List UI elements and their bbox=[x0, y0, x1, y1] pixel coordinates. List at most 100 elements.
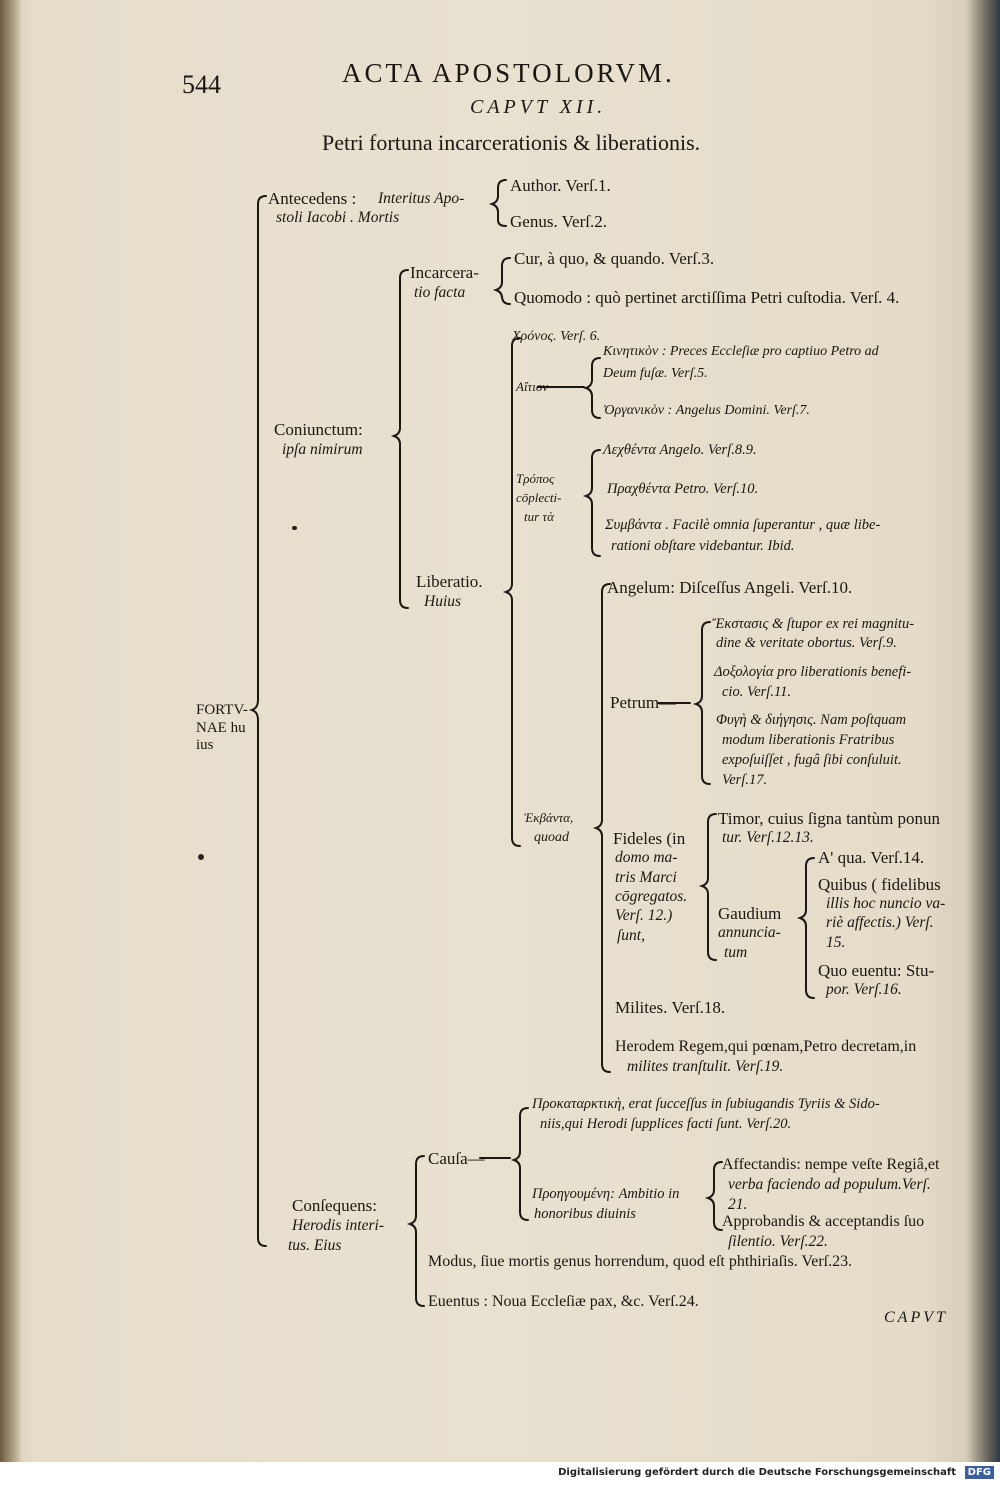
fideles-b: domo ma- bbox=[615, 849, 678, 866]
coniunctum-desc: ipſa nimirum bbox=[282, 441, 363, 458]
bracket-fideles bbox=[698, 813, 717, 961]
tropos-b: cōplecti- bbox=[516, 490, 562, 505]
root-label-b: NAE hu bbox=[196, 720, 246, 736]
bracket-consequens bbox=[406, 1155, 425, 1307]
quibus-d: 15. bbox=[826, 934, 846, 951]
affectandis-c: 21. bbox=[728, 1196, 748, 1213]
antecedens-author: Author. Verſ.1. bbox=[510, 176, 611, 195]
consequens-label: Conſequens: bbox=[292, 1196, 377, 1215]
timor-b: tur. Verſ.12.13. bbox=[722, 829, 814, 846]
antecedens-desc-b: stoli Iacobi . Mortis bbox=[276, 209, 400, 226]
incarceratio-b: tio facta bbox=[414, 284, 466, 301]
chronos: Χρόνος. Verſ. 6. bbox=[512, 329, 601, 344]
symbanta-a: Συμβάντα . Facilè omnia ſuperantur , quæ… bbox=[605, 517, 881, 533]
bracket-root bbox=[248, 195, 267, 1247]
fideles-e: Verſ. 12.) bbox=[615, 907, 673, 924]
modus: Modus, ſiue mortis genus horrendum, quod… bbox=[428, 1253, 853, 1270]
milites: Milites. Verſ.18. bbox=[615, 998, 726, 1017]
petrum: Petrum— bbox=[610, 693, 677, 712]
fideles-c: tris Marci bbox=[615, 869, 677, 886]
bracket-incarceratio bbox=[492, 257, 511, 305]
doxologia-a: Δοξολογία pro liberationis benefi- bbox=[714, 664, 912, 680]
liberatio-a: Liberatio. bbox=[416, 572, 483, 591]
incarceratio-quomodo: Quomodo : quò pertinet arctiſſima Petri … bbox=[514, 288, 900, 307]
antecedens-desc-a: Interitus Apo- bbox=[378, 190, 465, 207]
running-title: ACTA APOSTOLORVM. bbox=[342, 58, 675, 88]
lechthenta: Λεχθέντα Angelo. Verſ.8.9. bbox=[603, 442, 757, 458]
quibus-a: Quibus ( fidelibus bbox=[818, 875, 941, 894]
ekbanta-a: Ἐκβάντα, bbox=[524, 810, 574, 825]
herodem-a: Herodem Regem,qui pœnam,Petro decretam,i… bbox=[615, 1038, 917, 1055]
bracket-gaudium bbox=[796, 857, 815, 999]
timor-a: Timor, cuius ſigna tantùm ponun bbox=[718, 809, 941, 828]
bracket-ekbanta bbox=[592, 583, 611, 1073]
angelum: Angelum: Diſceſſus Angeli. Verſ.10. bbox=[607, 578, 853, 597]
antecedens-genus: Genus. Verſ.2. bbox=[510, 212, 607, 231]
section-title: Petri fortuna incarcerationis & liberati… bbox=[322, 130, 701, 155]
doxologia-b: cio. Verſ.11. bbox=[722, 684, 791, 700]
kinetikon-a: Κινητικὸν : Preces Eccleſiæ pro captiuo … bbox=[603, 344, 879, 359]
ekbanta-b: quoad bbox=[534, 830, 569, 845]
page-right-edge bbox=[966, 0, 1000, 1462]
proegoumene-b: honoribus diuinis bbox=[534, 1206, 636, 1222]
catchword: CAPVT bbox=[884, 1309, 948, 1326]
approbandis-a: Approbandis & acceptandis ſuo bbox=[722, 1213, 925, 1230]
fuge-d: Verſ.17. bbox=[722, 772, 768, 788]
gaudium-c: tum bbox=[724, 944, 748, 961]
quo-a: Quo euentu: Stu- bbox=[818, 961, 935, 980]
bracket-antecedens bbox=[488, 179, 507, 227]
prokatarktike-b: niis,qui Herodi ſupplices facti ſunt. Ve… bbox=[540, 1116, 792, 1132]
organikon: Ὀργανικὸν : Angelus Domini. Verſ.7. bbox=[603, 403, 810, 418]
bracket-petrum bbox=[692, 621, 711, 785]
bracket-aition bbox=[582, 357, 601, 419]
gaudium-b: annuncia- bbox=[718, 924, 781, 941]
quibus-b: illis hoc nuncio va- bbox=[826, 895, 946, 912]
fideles-d: cōgregatos. bbox=[615, 888, 688, 905]
incarceratio-cur: Cur, à quo, & quando. Verſ.3. bbox=[514, 249, 715, 268]
liberatio-b: Huius bbox=[424, 593, 462, 610]
fideles-f: ſunt, bbox=[617, 927, 645, 944]
incarceratio-a: Incarcera- bbox=[410, 263, 479, 282]
root-label-c: ius bbox=[196, 737, 214, 753]
kinetikon-b: Deum fuſæ. Verſ.5. bbox=[603, 366, 708, 381]
tropos-a: Τρόπος bbox=[516, 471, 555, 486]
causa: Cauſa— bbox=[428, 1149, 485, 1168]
herodem-b: milites tranſtulit. Verſ.19. bbox=[627, 1058, 784, 1075]
footer-bar: Digitalisierung gefördert durch die Deut… bbox=[0, 1462, 1000, 1485]
aqua: A' qua. Verſ.14. bbox=[818, 848, 925, 867]
fideles-a: Fideles (in bbox=[613, 829, 686, 848]
approbandis-b: ſilentio. Verſ.22. bbox=[728, 1233, 828, 1250]
page-number: 544 bbox=[182, 70, 221, 99]
bracket-proegoumene bbox=[704, 1161, 723, 1231]
consequens-desc-a: Herodis interi- bbox=[292, 1217, 384, 1234]
coniunctum-label: Coniunctum: bbox=[274, 420, 363, 439]
ink-spot bbox=[198, 854, 204, 860]
root-label-a: FORTV- bbox=[196, 702, 248, 718]
ink-spot bbox=[292, 526, 297, 530]
affectandis-b: verba faciendo ad populum.Verſ. bbox=[728, 1176, 931, 1193]
affectandis-a: Affectandis: nempe veſte Regiâ,et bbox=[722, 1156, 940, 1173]
prokatarktike-a: Προκαταρκτικὴ, erat ſucceſſus in ſubiuga… bbox=[532, 1096, 880, 1112]
quibus-c: riè affectis.) Verſ. bbox=[826, 914, 934, 931]
ekstasis-b: dine & veritate obortus. Verſ.9. bbox=[716, 635, 897, 651]
bracket-tropos bbox=[582, 449, 601, 557]
ekstasis-a: Ἔκστασις & ſtupor ex rei magnitu- bbox=[712, 616, 915, 632]
bracket-coniunctum bbox=[390, 269, 409, 609]
fuge-a: Φυγὴ & διήγησις. Nam poſtquam bbox=[716, 712, 907, 728]
aition: Αἴτιον bbox=[516, 379, 549, 394]
tropos-c: tur τὰ bbox=[524, 509, 554, 524]
antecedens-label: Antecedens : bbox=[268, 189, 357, 208]
quo-b: por. Verſ.16. bbox=[826, 981, 902, 998]
fuge-c: expoſuiſſet , fugâ ſibi conſuluit. bbox=[722, 752, 902, 768]
prachthenta: Πραχθέντα Petro. Verſ.10. bbox=[607, 481, 759, 497]
chapter-heading: CAPVT XII. bbox=[470, 96, 607, 118]
euentus: Euentus : Noua Eccleſiæ pax, &c. Verſ.24… bbox=[428, 1293, 699, 1310]
proegoumene-a: Προηγουμένη: Ambitio in bbox=[532, 1186, 680, 1202]
bracket-liberatio bbox=[502, 337, 521, 847]
dfg-logo: DFG bbox=[964, 1466, 994, 1479]
consequens-desc-b: tus. Eius bbox=[288, 1237, 342, 1254]
gaudium-a: Gaudium bbox=[718, 904, 782, 923]
page-left-edge bbox=[0, 0, 22, 1462]
fuge-b: modum liberationis Fratribus bbox=[722, 732, 895, 748]
